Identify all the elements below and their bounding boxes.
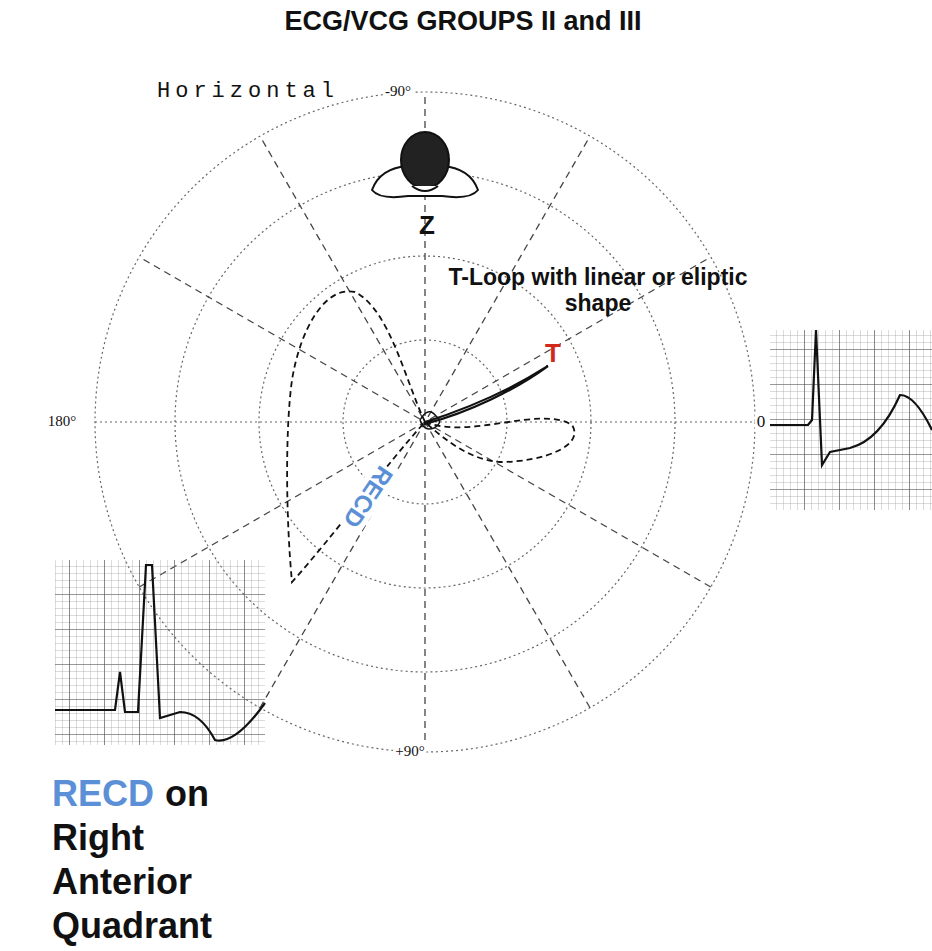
plane-name: Horizontal [157, 79, 339, 104]
axis-angle: -90° [383, 83, 413, 100]
loop-letter: T [545, 339, 561, 369]
head-icon [372, 132, 478, 197]
axis-angle: 0 [755, 412, 768, 432]
ecg-bottom-inset [55, 560, 265, 745]
spoke-line [260, 136, 590, 708]
axis-angle: +90° [393, 743, 426, 760]
qrs-loop [287, 291, 574, 582]
loop-note: T-Loop with linear or eliptic shape [448, 264, 748, 317]
caption-text: on Right Anterior Quadrant [52, 772, 257, 948]
spoke-line [260, 136, 590, 708]
diagram-title: ECG/VCG GROUPS II and III [284, 6, 641, 37]
t-loop [420, 366, 548, 429]
axis-name: Z [419, 211, 435, 241]
caption-term: RECD [52, 772, 154, 816]
axis-angle: 180° [46, 413, 79, 430]
loop-name: RECD [336, 459, 399, 534]
ecg-right-inset [770, 330, 932, 510]
